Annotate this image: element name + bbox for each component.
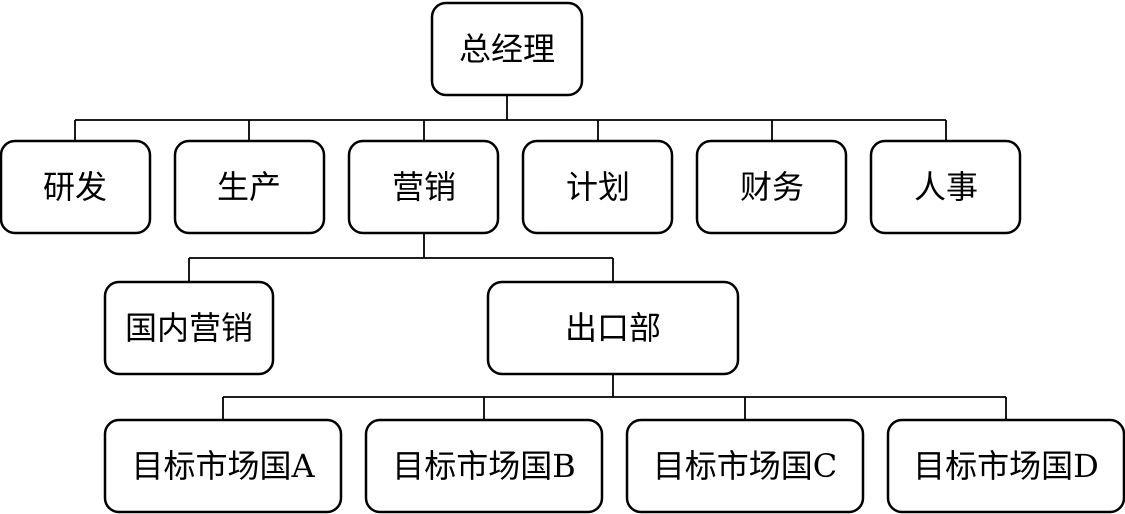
node-root: 总经理 <box>430 1 584 97</box>
node-dept-1: 研发 <box>0 139 152 235</box>
node-export-label: 出口部 <box>565 309 661 347</box>
node-domestic: 国内营销 <box>103 280 275 376</box>
node-root-label: 总经理 <box>459 30 555 68</box>
node-dept-3-label: 营销 <box>392 168 456 206</box>
node-market-2-label: 目标市场国B <box>392 447 576 485</box>
node-dept-4-label: 计划 <box>566 168 630 206</box>
node-dept-5-label: 财务 <box>740 168 804 206</box>
node-dept-2: 生产 <box>173 139 326 235</box>
node-market-1-label: 目标市场国A <box>131 447 315 485</box>
node-market-3-label: 目标市场国C <box>653 447 838 485</box>
node-dept-2-label: 生产 <box>217 168 281 206</box>
node-export: 出口部 <box>486 280 740 376</box>
node-dept-4: 计划 <box>521 139 674 235</box>
node-dept-1-label: 研发 <box>43 168 107 206</box>
connectors <box>74 95 1007 420</box>
node-domestic-label: 国内营销 <box>125 309 253 347</box>
node-market-4-label: 目标市场国D <box>913 447 1099 485</box>
node-dept-6: 人事 <box>869 139 1022 235</box>
node-dept-5: 财务 <box>695 139 848 235</box>
node-market-1: 目标市场国A <box>103 418 343 514</box>
node-market-2: 目标市场国B <box>364 418 604 514</box>
node-market-3: 目标市场国C <box>625 418 865 514</box>
node-dept-6-label: 人事 <box>914 168 978 206</box>
node-market-4: 目标市场国D <box>886 418 1125 514</box>
node-dept-3: 营销 <box>347 139 500 235</box>
